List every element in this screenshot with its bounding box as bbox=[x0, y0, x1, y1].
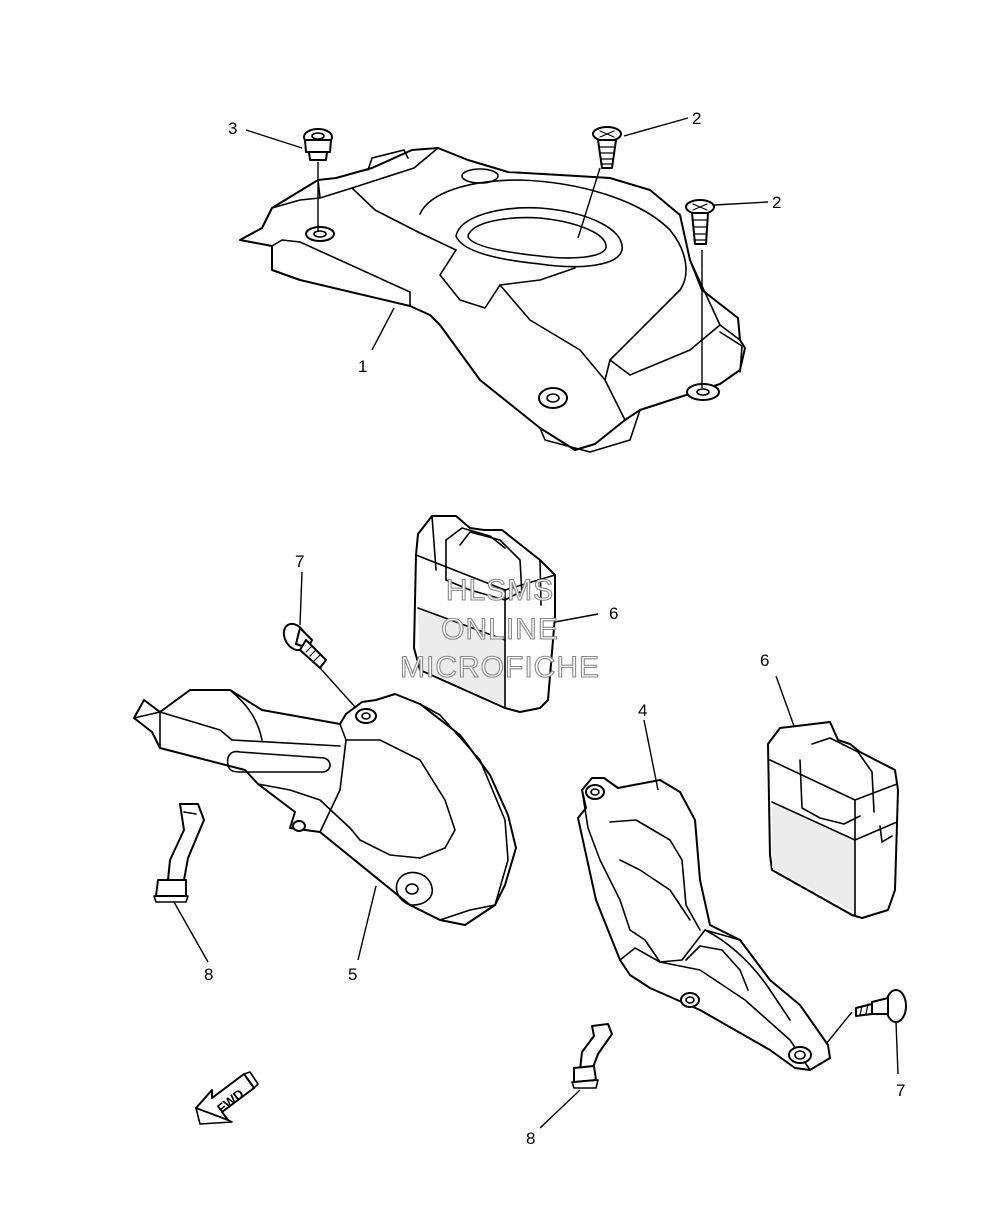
leader-2a bbox=[623, 117, 689, 137]
callout-7b: 7 bbox=[896, 1081, 905, 1100]
part-2-screw-b[interactable] bbox=[685, 199, 715, 245]
part-1-top-cover[interactable] bbox=[239, 147, 746, 453]
leader-3 bbox=[245, 129, 303, 149]
watermark: HLSMS ONLINE MICROFICHE bbox=[399, 573, 600, 684]
leader-2b bbox=[713, 201, 769, 206]
callout-3: 3 bbox=[228, 119, 237, 138]
part-8-clip-a[interactable] bbox=[153, 803, 205, 903]
watermark-line-2: ONLINE bbox=[441, 613, 559, 646]
callout-2b: 2 bbox=[772, 193, 781, 212]
callout-1: 1 bbox=[358, 357, 367, 376]
callout-6a: 6 bbox=[609, 604, 618, 623]
part-6-box-left[interactable] bbox=[413, 515, 556, 713]
leader-6b bbox=[775, 675, 795, 727]
part-4-side-cover[interactable] bbox=[577, 777, 831, 1071]
leader-7b-guide bbox=[825, 1011, 853, 1045]
part-7-bolt-b[interactable] bbox=[855, 989, 907, 1023]
leader-1 bbox=[371, 307, 395, 351]
watermark-line-1: HLSMS bbox=[446, 574, 554, 607]
part-5-side-cover[interactable] bbox=[133, 689, 517, 926]
leader-6a bbox=[554, 613, 599, 623]
part-8-clip-b[interactable] bbox=[571, 1023, 613, 1089]
part-3-grommet[interactable] bbox=[303, 128, 333, 161]
fwd-arrow-icon: FWD bbox=[195, 1071, 259, 1125]
part-6-box-right[interactable] bbox=[767, 721, 899, 919]
part-7-bolt-a[interactable] bbox=[279, 620, 327, 669]
leader-7b bbox=[895, 1021, 899, 1075]
callout-8a: 8 bbox=[204, 965, 213, 984]
leader-7a-guide bbox=[319, 667, 357, 709]
part-2-screw-a[interactable] bbox=[592, 126, 622, 169]
leader-8b bbox=[539, 1089, 581, 1129]
callout-6b: 6 bbox=[760, 651, 769, 670]
leader-4 bbox=[643, 719, 659, 791]
leader-2a-guide bbox=[577, 167, 601, 239]
leader-7a bbox=[299, 571, 303, 626]
leader-8a bbox=[173, 901, 209, 963]
watermark-line-3: MICROFICHE bbox=[400, 651, 600, 684]
callout-4: 4 bbox=[638, 701, 647, 720]
callout-2a: 2 bbox=[692, 109, 701, 128]
callout-5: 5 bbox=[348, 965, 357, 984]
callout-8b: 8 bbox=[526, 1129, 535, 1148]
leader-5 bbox=[357, 885, 377, 961]
callout-7a: 7 bbox=[295, 552, 304, 571]
